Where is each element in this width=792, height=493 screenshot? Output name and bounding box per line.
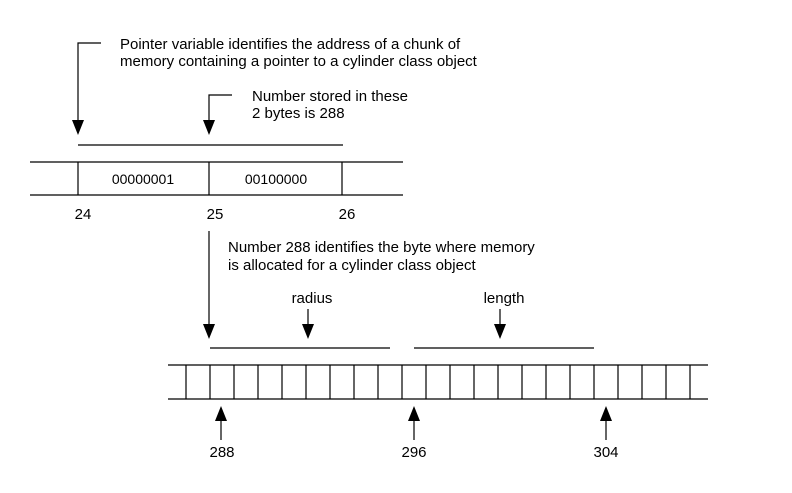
- address-288: 288: [209, 444, 234, 461]
- radius-label: radius: [292, 290, 333, 307]
- pointer-note-arrowhead: [72, 120, 84, 135]
- address-25: 25: [207, 206, 224, 223]
- length-field: length: [414, 290, 594, 349]
- address-288-arrowhead: [215, 406, 227, 421]
- byte-25-value: 00100000: [245, 171, 308, 187]
- address-296: 296: [401, 444, 426, 461]
- pointer-note-group: Pointer variable identifies the address …: [72, 36, 478, 135]
- number-note-arrowhead: [203, 120, 215, 135]
- address-296-marker: 296: [401, 406, 427, 461]
- address-304-marker: 304: [593, 406, 619, 461]
- address-24: 24: [75, 206, 92, 223]
- address-304: 304: [593, 444, 618, 461]
- pointer-note-line-1: Pointer variable identifies the address …: [120, 36, 461, 53]
- radius-arrowhead: [302, 324, 314, 339]
- number-note-arrow-shaft: [208, 94, 232, 122]
- pointer-note-line-2: memory containing a pointer to a cylinde…: [120, 53, 478, 70]
- pointer-note-arrow-shaft: [77, 42, 101, 122]
- radius-field: radius: [210, 290, 390, 349]
- number-note-group: Number stored in these 2 bytes is 288: [203, 88, 408, 135]
- length-arrowhead: [494, 324, 506, 339]
- top-memory-strip: 00000001 00100000: [30, 161, 403, 196]
- allocation-arrowhead: [203, 324, 215, 339]
- byte-24-value: 00000001: [112, 171, 175, 187]
- address-288-marker: 288: [209, 406, 235, 461]
- number-note-line-2: 2 bytes is 288: [252, 105, 345, 122]
- allocation-note-group: Number 288 identifies the byte where mem…: [203, 231, 535, 339]
- address-296-arrowhead: [408, 406, 420, 421]
- allocation-note-line-1: Number 288 identifies the byte where mem…: [228, 239, 535, 256]
- address-26: 26: [339, 206, 356, 223]
- address-304-arrowhead: [600, 406, 612, 421]
- bottom-memory-strip: [168, 364, 708, 400]
- allocation-note-line-2: is allocated for a cylinder class object: [228, 257, 476, 274]
- number-note-line-1: Number stored in these: [252, 88, 408, 105]
- length-label: length: [484, 290, 525, 307]
